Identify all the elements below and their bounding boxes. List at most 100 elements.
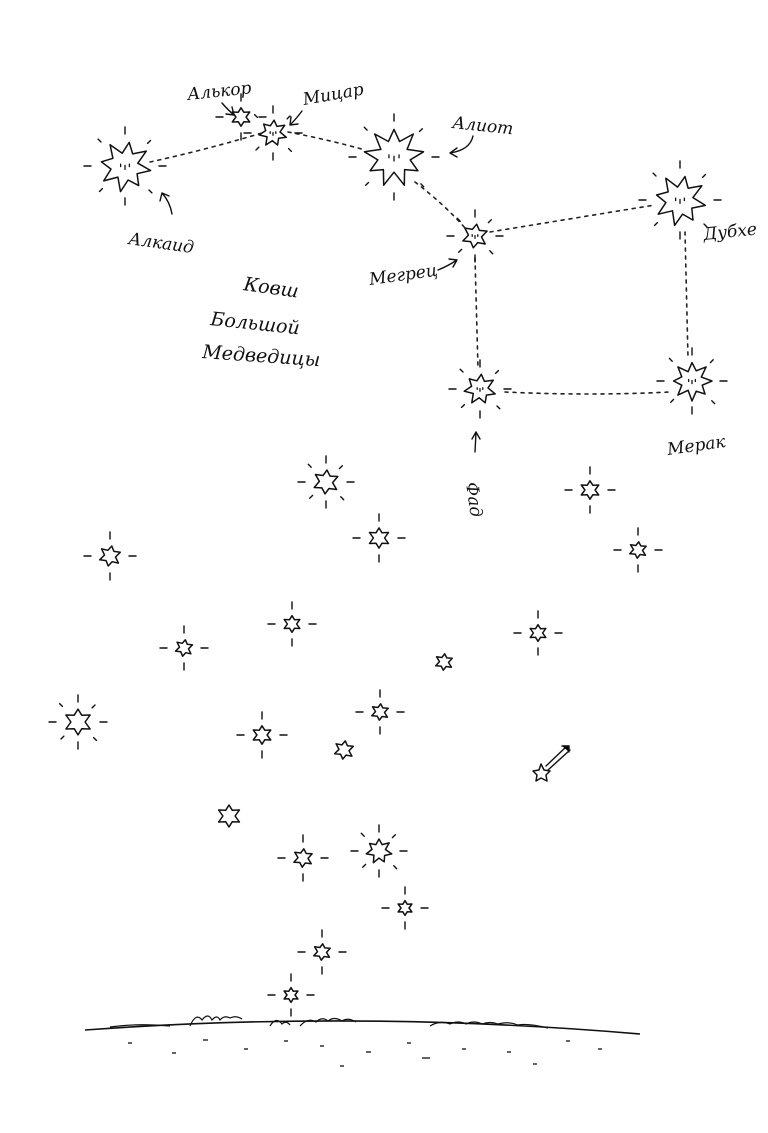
star-ray bbox=[362, 863, 367, 868]
star-ray bbox=[489, 250, 494, 255]
star-alkaid bbox=[83, 126, 167, 206]
label-phad: Фад bbox=[461, 481, 486, 519]
star-body bbox=[231, 107, 251, 127]
star-ray bbox=[460, 403, 466, 409]
star-ray bbox=[97, 138, 102, 143]
star-body bbox=[333, 740, 355, 760]
shooting-star bbox=[532, 745, 571, 782]
star-ray bbox=[703, 223, 708, 228]
bg-star bbox=[297, 929, 347, 975]
title-line-3: Медведицы bbox=[201, 341, 321, 371]
arrow-alioth bbox=[449, 135, 474, 158]
star-ray bbox=[360, 832, 365, 837]
star-ray bbox=[363, 126, 368, 131]
star-ray bbox=[58, 702, 64, 708]
bg-star bbox=[217, 804, 241, 828]
bg-star bbox=[435, 653, 453, 671]
star-body bbox=[283, 986, 299, 1004]
bg-star bbox=[564, 466, 616, 514]
star-ray bbox=[670, 398, 675, 403]
bg-star bbox=[613, 527, 663, 573]
label-megrez: Мегрец bbox=[367, 261, 439, 291]
bg-star bbox=[381, 886, 429, 930]
bg-star bbox=[267, 601, 317, 647]
bg-star bbox=[333, 740, 355, 760]
star-face bbox=[674, 197, 686, 205]
star-ray bbox=[458, 248, 463, 254]
star-ray bbox=[340, 496, 345, 501]
star-ray bbox=[92, 736, 98, 742]
star-ray bbox=[701, 173, 707, 179]
star-ray bbox=[652, 172, 657, 177]
star-body bbox=[672, 361, 713, 402]
star-ray bbox=[709, 359, 714, 364]
label-mizar: Мицар bbox=[300, 80, 365, 111]
star-body bbox=[435, 653, 453, 671]
star-body bbox=[313, 943, 331, 961]
bg-star bbox=[267, 973, 315, 1017]
star-body bbox=[174, 639, 194, 657]
star-ray bbox=[60, 735, 65, 740]
star-mizar bbox=[243, 105, 303, 161]
star-ray bbox=[487, 218, 492, 224]
bg-star bbox=[48, 694, 108, 750]
star-ray bbox=[338, 465, 343, 470]
star-ray bbox=[668, 357, 673, 362]
star-body bbox=[365, 838, 393, 864]
star-ray bbox=[91, 704, 96, 709]
star-ray bbox=[711, 400, 716, 405]
star-body bbox=[252, 725, 272, 745]
star-ray bbox=[287, 147, 293, 153]
star-face bbox=[476, 387, 484, 392]
label-dubhe: Дубхе bbox=[701, 219, 758, 245]
star-body bbox=[217, 804, 241, 828]
star-face bbox=[119, 163, 131, 171]
star-labels: Алкаид Алькор Мицар Алиот Мегрец Дубхе Ф… bbox=[126, 78, 758, 518]
star-phad bbox=[448, 359, 512, 419]
star-body bbox=[98, 545, 122, 567]
star-face bbox=[388, 154, 400, 162]
star-body bbox=[655, 175, 707, 227]
star-ray bbox=[393, 865, 398, 870]
star-megrez bbox=[446, 209, 504, 263]
star-ray bbox=[148, 189, 153, 194]
star-body bbox=[368, 527, 390, 549]
star-alioth bbox=[348, 113, 440, 201]
star-ray bbox=[98, 187, 104, 193]
star-dubhe bbox=[638, 160, 722, 240]
label-arrows bbox=[159, 102, 481, 453]
star-ray bbox=[307, 463, 312, 468]
bg-star bbox=[355, 689, 405, 735]
star-body bbox=[580, 480, 600, 500]
star-ray bbox=[365, 181, 370, 187]
bg-star bbox=[83, 531, 137, 581]
bg-star bbox=[513, 610, 563, 656]
label-alkaid: Алкаид bbox=[126, 229, 195, 258]
bg-star bbox=[352, 513, 406, 563]
illustration-title: Ковш Большой Медведицы bbox=[201, 273, 321, 371]
star-ray bbox=[420, 183, 425, 188]
star-body bbox=[100, 141, 152, 193]
star-ray bbox=[494, 369, 500, 375]
star-body bbox=[313, 469, 339, 495]
title-line-1: Ковш bbox=[241, 273, 300, 303]
bg-star bbox=[350, 824, 408, 878]
star-ray bbox=[418, 127, 423, 133]
star-ray bbox=[653, 221, 659, 227]
bg-star bbox=[297, 455, 355, 509]
star-ray bbox=[309, 494, 314, 499]
bg-star bbox=[236, 711, 288, 759]
arrow-alkaid bbox=[159, 192, 173, 215]
star-merak bbox=[656, 347, 728, 415]
star-face bbox=[687, 378, 697, 385]
star-ray bbox=[286, 115, 291, 120]
title-line-2: Большой bbox=[208, 308, 300, 339]
star-ray bbox=[255, 146, 260, 151]
star-face bbox=[471, 234, 479, 239]
star-ray bbox=[253, 113, 259, 119]
bg-star bbox=[159, 625, 209, 671]
star-body bbox=[397, 899, 413, 917]
star-face bbox=[269, 131, 277, 136]
arrow-alkor bbox=[221, 102, 235, 116]
label-merak: Мерак bbox=[665, 432, 728, 460]
